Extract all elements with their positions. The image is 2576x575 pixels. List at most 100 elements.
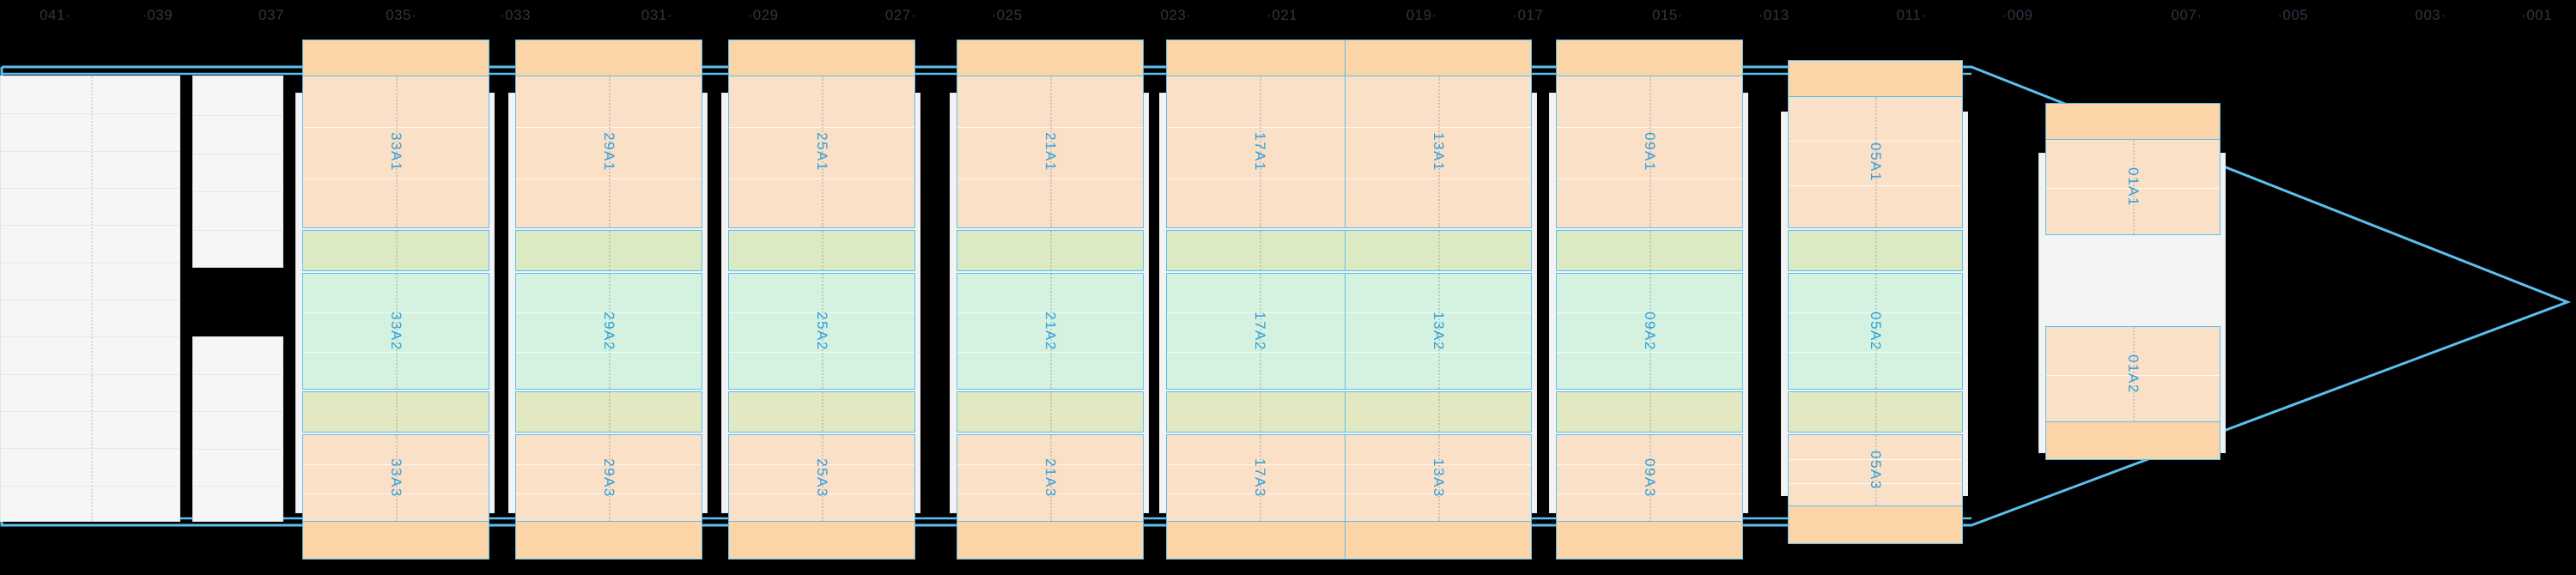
bay-stack-09A-deck-cap-bottom[interactable] bbox=[1556, 522, 1743, 560]
bay-stack-05A-deck-cap-bottom[interactable] bbox=[1788, 506, 1963, 544]
bay-tick-019[interactable]: 019· bbox=[1406, 7, 1437, 23]
cargo-block-25Ae[interactable] bbox=[728, 391, 915, 433]
bay-stack-01A-deck-cap-bottom[interactable] bbox=[2045, 422, 2221, 460]
bay-tick-035[interactable]: 035· bbox=[386, 7, 417, 23]
cargo-block-21A2[interactable]: 21A2 bbox=[957, 273, 1144, 390]
bay-stack-25A-deck-cap-bottom[interactable] bbox=[728, 522, 915, 560]
empty-group-stern-upper[interactable] bbox=[192, 76, 283, 268]
slot-divider bbox=[193, 411, 283, 413]
bay-stack-25A-deck-cap-top[interactable] bbox=[728, 39, 915, 77]
cargo-block-33Ae[interactable] bbox=[302, 391, 489, 433]
bay-tick-027[interactable]: 027· bbox=[884, 7, 916, 23]
bay-tick-015[interactable]: 015· bbox=[1651, 7, 1683, 23]
cargo-block-05Ad[interactable] bbox=[1788, 230, 1963, 271]
cargo-block-05A2[interactable]: 05A2 bbox=[1788, 273, 1963, 390]
cargo-block-label: 17A2 bbox=[1252, 312, 1268, 351]
cargo-block-29Ae[interactable] bbox=[515, 391, 702, 433]
cargo-block-21Ae[interactable] bbox=[957, 391, 1144, 433]
cargo-block-29A3[interactable]: 29A3 bbox=[515, 434, 702, 522]
cargo-block-01A2[interactable]: 01A2 bbox=[2045, 326, 2221, 422]
bay-stack-33A-deck-cap-top[interactable] bbox=[302, 39, 489, 77]
cargo-block-label: 33A2 bbox=[388, 312, 404, 351]
cargo-block-09Ae[interactable] bbox=[1556, 391, 1743, 433]
bay-tick-031[interactable]: 031· bbox=[641, 7, 672, 23]
cargo-block-label: 33A3 bbox=[388, 458, 404, 498]
bay-tick-033[interactable]: ·033 bbox=[499, 7, 532, 23]
cargo-block-label: 29A1 bbox=[601, 132, 617, 172]
centerline-marker bbox=[1438, 274, 1440, 389]
cargo-block-21Ad[interactable] bbox=[957, 230, 1144, 271]
cargo-block-label: 21A3 bbox=[1042, 458, 1059, 498]
cargo-block-13Ad[interactable] bbox=[1345, 230, 1532, 271]
cargo-block-13Ae[interactable] bbox=[1345, 391, 1532, 433]
centerline-marker bbox=[1875, 435, 1877, 505]
bay-tick-029[interactable]: ·029 bbox=[747, 7, 779, 23]
cargo-block-13A2[interactable]: 13A2 bbox=[1345, 273, 1532, 390]
bay-tick-039[interactable]: ·039 bbox=[142, 7, 173, 23]
cargo-block-33A1[interactable]: 33A1 bbox=[302, 76, 489, 228]
bay-tick-009[interactable]: ·009 bbox=[2002, 7, 2033, 23]
cargo-block-33Ad[interactable] bbox=[302, 230, 489, 271]
centerline-marker bbox=[1649, 76, 1651, 227]
cargo-block-label: 13A2 bbox=[1431, 312, 1447, 351]
bay-stack-21A-deck-cap-bottom[interactable] bbox=[957, 522, 1144, 560]
cargo-block-09A3[interactable]: 09A3 bbox=[1556, 434, 1743, 522]
cargo-block-05Ae[interactable] bbox=[1788, 391, 1963, 433]
bay-stack-09A-deck-cap-top[interactable] bbox=[1556, 39, 1743, 77]
cargo-block-21A3[interactable]: 21A3 bbox=[957, 434, 1144, 522]
bay-tick-041[interactable]: 041· bbox=[39, 7, 71, 23]
cargo-block-17A1[interactable]: 17A1 bbox=[1166, 76, 1353, 228]
bay-tick-011[interactable]: 011· bbox=[1896, 7, 1927, 23]
bay-stack-13A-deck-cap-bottom[interactable] bbox=[1345, 522, 1532, 560]
bay-tick-037[interactable]: 037 bbox=[258, 7, 284, 23]
cargo-block-09Ad[interactable] bbox=[1556, 230, 1743, 271]
cargo-block-09A1[interactable]: 09A1 bbox=[1556, 76, 1743, 228]
bay-tick-001[interactable]: ·001 bbox=[2521, 7, 2553, 23]
slot-divider bbox=[1, 188, 179, 189]
bay-tick-003[interactable]: 003· bbox=[2415, 7, 2446, 23]
cargo-block-label: 17A1 bbox=[1252, 132, 1268, 172]
empty-group-stern-outer[interactable] bbox=[0, 76, 180, 522]
slot-divider bbox=[1, 411, 179, 412]
bay-stack-05A-deck-cap-top[interactable] bbox=[1788, 60, 1963, 98]
bay-tick-017[interactable]: ·017 bbox=[1512, 7, 1544, 23]
cargo-block-17A3[interactable]: 17A3 bbox=[1166, 434, 1353, 522]
cargo-block-label: 05A3 bbox=[1868, 451, 1884, 490]
cargo-block-25Ad[interactable] bbox=[728, 230, 915, 271]
cargo-block-17Ad[interactable] bbox=[1166, 230, 1353, 271]
cargo-block-05A1[interactable]: 05A1 bbox=[1788, 96, 1963, 228]
bay-stack-01A-deck-cap-top[interactable] bbox=[2045, 103, 2221, 141]
cargo-block-29A1[interactable]: 29A1 bbox=[515, 76, 702, 228]
cargo-block-25A1[interactable]: 25A1 bbox=[728, 76, 915, 228]
bay-stack-29A-deck-cap-bottom[interactable] bbox=[515, 522, 702, 560]
cargo-block-29Ad[interactable] bbox=[515, 230, 702, 271]
cargo-block-21A1[interactable]: 21A1 bbox=[957, 76, 1144, 228]
cargo-block-33A2[interactable]: 33A2 bbox=[302, 273, 489, 390]
bay-stack-29A-deck-cap-top[interactable] bbox=[515, 39, 702, 77]
cargo-block-13A1[interactable]: 13A1 bbox=[1345, 76, 1532, 228]
cargo-block-25A3[interactable]: 25A3 bbox=[728, 434, 915, 522]
empty-group-stern-lower[interactable] bbox=[192, 336, 283, 522]
bay-stack-17A-deck-cap-bottom[interactable] bbox=[1166, 522, 1353, 560]
bay-tick-021[interactable]: ·021 bbox=[1267, 7, 1298, 23]
bay-stack-17A-deck-cap-top[interactable] bbox=[1166, 39, 1353, 77]
cargo-block-33A3[interactable]: 33A3 bbox=[302, 434, 489, 522]
bay-stack-21A-deck-cap-top[interactable] bbox=[957, 39, 1144, 77]
bay-tick-013[interactable]: ·013 bbox=[1758, 7, 1789, 23]
cargo-block-05A3[interactable]: 05A3 bbox=[1788, 434, 1963, 506]
bay-tick-023[interactable]: 023· bbox=[1160, 7, 1192, 23]
cargo-block-01A1[interactable]: 01A1 bbox=[2045, 139, 2221, 235]
cargo-block-17Ae[interactable] bbox=[1166, 391, 1353, 433]
cargo-block-09A2[interactable]: 09A2 bbox=[1556, 273, 1743, 390]
bay-stack-33A-deck-cap-bottom[interactable] bbox=[302, 522, 489, 560]
cargo-block-label: 33A1 bbox=[388, 132, 404, 172]
cargo-block-25A2[interactable]: 25A2 bbox=[728, 273, 915, 390]
bay-tick-007[interactable]: 007· bbox=[2171, 7, 2202, 23]
cargo-block-17A2[interactable]: 17A2 bbox=[1166, 273, 1353, 390]
bay-tick-025[interactable]: ·025 bbox=[991, 7, 1023, 23]
centerline-marker bbox=[1875, 97, 1877, 227]
cargo-block-13A3[interactable]: 13A3 bbox=[1345, 434, 1532, 522]
bay-tick-005[interactable]: ·005 bbox=[2277, 7, 2309, 23]
bay-stack-13A-deck-cap-top[interactable] bbox=[1345, 39, 1532, 77]
cargo-block-29A2[interactable]: 29A2 bbox=[515, 273, 702, 390]
